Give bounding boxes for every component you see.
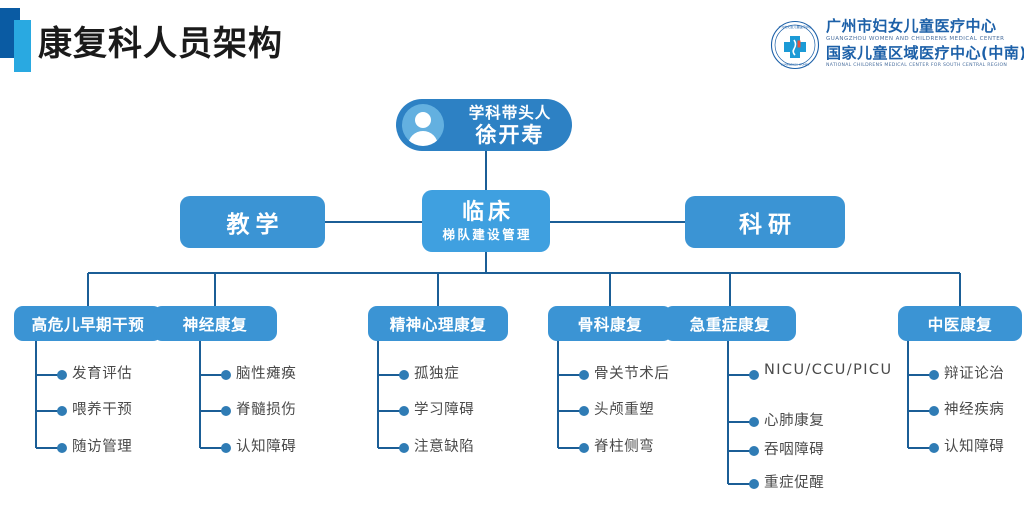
logo-name-cn-2: 国家儿童区域医疗中心(中南) — [826, 44, 1024, 62]
leaf-bullet-icon — [929, 370, 939, 380]
leaf-bullet-icon — [221, 370, 231, 380]
node-teaching[interactable]: 教学 — [180, 196, 325, 248]
leaf-bullet-icon — [579, 443, 589, 453]
leaf-bullet-icon — [399, 443, 409, 453]
category-box-high-risk-infant[interactable]: 高危儿早期干预 — [14, 306, 162, 341]
category-label-psych-rehab: 精神心理康复 — [389, 315, 487, 334]
category-label-neuro-rehab: 神经康复 — [182, 315, 248, 334]
hospital-logo: 广州市妇女儿童医疗中心 GUANGZHOU WOMEN 广州市妇女儿童医疗中心 … — [770, 17, 1024, 74]
leaf-item[interactable]: 辩证论治 — [944, 366, 1005, 382]
node-clinic-sublabel: 梯队建设管理 — [442, 226, 532, 242]
node-clinic[interactable]: 临床 梯队建设管理 — [422, 190, 550, 252]
logo-name-cn-1: 广州市妇女儿童医疗中心 — [826, 17, 997, 35]
category-box-tcm-rehab[interactable]: 中医康复 — [898, 306, 1022, 341]
category-label-critical-rehab: 急重症康复 — [689, 315, 771, 334]
category-box-psych-rehab[interactable]: 精神心理康复 — [368, 306, 508, 341]
leaf-item[interactable]: 学习障碍 — [414, 402, 475, 418]
leaf-bullet-icon — [929, 443, 939, 453]
leaf-item[interactable]: 神经疾病 — [944, 402, 1005, 418]
hospital-emblem-icon: 广州市妇女儿童医疗中心 GUANGZHOU WOMEN — [770, 20, 820, 70]
svg-text:GUANGZHOU WOMEN: GUANGZHOU WOMEN — [781, 63, 810, 67]
leaf-bullet-icon — [749, 417, 759, 427]
leaf-item[interactable]: 脊柱侧弯 — [594, 439, 655, 455]
node-research[interactable]: 科研 — [685, 196, 845, 248]
leaf-item[interactable]: 随访管理 — [72, 439, 133, 455]
logo-name-en-1: GUANGZHOU WOMEN AND CHILDRENS MEDICAL CE… — [826, 36, 1005, 42]
leaf-item[interactable]: 心肺康复 — [764, 413, 825, 429]
leaf-item[interactable]: 发育评估 — [72, 366, 133, 382]
category-box-ortho-rehab[interactable]: 骨科康复 — [548, 306, 672, 341]
person-avatar-icon — [402, 104, 444, 146]
leaf-item[interactable]: 孤独症 — [414, 366, 460, 382]
leaf-item[interactable]: NICU/CCU/PICU — [764, 362, 893, 378]
leaf-bullet-icon — [749, 479, 759, 489]
leaf-bullet-icon — [57, 370, 67, 380]
leaf-item[interactable]: 喂养干预 — [72, 402, 133, 418]
leaf-item[interactable]: 重症促醒 — [764, 475, 825, 491]
leaf-item[interactable]: 注意缺陷 — [414, 439, 475, 455]
logo-text-block: 广州市妇女儿童医疗中心 GUANGZHOU WOMEN AND CHILDREN… — [826, 17, 1024, 69]
leaf-item[interactable]: 吞咽障碍 — [764, 442, 825, 458]
leaf-bullet-icon — [399, 370, 409, 380]
leader-role: 学科带头人 — [468, 104, 552, 122]
category-box-critical-rehab[interactable]: 急重症康复 — [664, 306, 796, 341]
category-box-neuro-rehab[interactable]: 神经康复 — [153, 306, 277, 341]
node-teaching-label: 教学 — [226, 212, 285, 238]
node-leader[interactable]: 学科带头人 徐开寿 — [396, 99, 572, 151]
category-label-high-risk-infant: 高危儿早期干预 — [31, 315, 145, 334]
leader-name: 徐开寿 — [475, 123, 545, 147]
leaf-bullet-icon — [749, 370, 759, 380]
leaf-bullet-icon — [749, 446, 759, 456]
leaf-bullet-icon — [57, 406, 67, 416]
category-label-ortho-rehab: 骨科康复 — [577, 315, 643, 334]
node-research-label: 科研 — [739, 212, 797, 238]
page-title: 康复科人员架构 — [38, 24, 283, 64]
leader-text: 学科带头人 徐开寿 — [451, 103, 569, 147]
leaf-bullet-icon — [929, 406, 939, 416]
leaf-item[interactable]: 认知障碍 — [236, 439, 297, 455]
leaf-item[interactable]: 脑性瘫痪 — [236, 366, 297, 382]
leaf-bullet-icon — [221, 406, 231, 416]
leaf-bullet-icon — [57, 443, 67, 453]
leaf-item[interactable]: 认知障碍 — [944, 439, 1005, 455]
leaf-bullet-icon — [399, 406, 409, 416]
logo-name-en-2: NATIONAL CHILDRENS MEDICAL CENTER FOR SO… — [826, 63, 1008, 68]
leaf-bullet-icon — [221, 443, 231, 453]
svg-text:广州市妇女儿童医疗中心: 广州市妇女儿童医疗中心 — [778, 24, 811, 29]
leaf-item[interactable]: 头颅重塑 — [594, 402, 655, 418]
category-label-tcm-rehab: 中医康复 — [927, 315, 993, 334]
leaf-item[interactable]: 骨关节术后 — [594, 366, 670, 382]
title-accent-bar-light — [14, 20, 31, 72]
leaf-bullet-icon — [579, 406, 589, 416]
leaf-item[interactable]: 脊髓损伤 — [236, 402, 297, 418]
leaf-bullet-icon — [579, 370, 589, 380]
node-clinic-label: 临床 — [461, 199, 514, 225]
